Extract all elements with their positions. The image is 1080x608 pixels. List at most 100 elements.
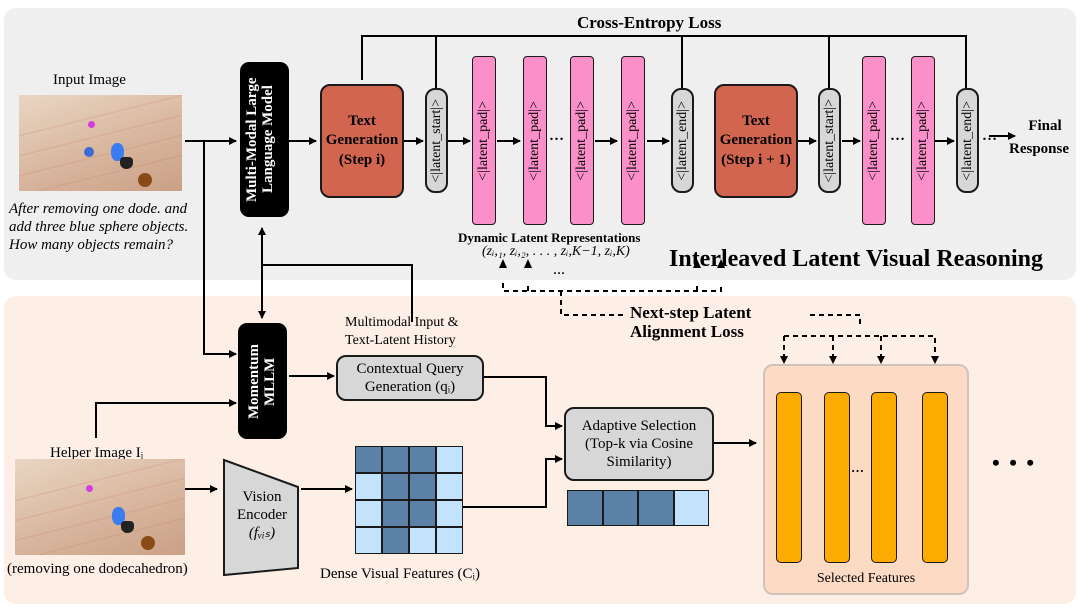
ellipsis: … <box>890 128 905 144</box>
token-label: <|latent_end|> <box>674 100 690 181</box>
final-line: Final <box>1028 118 1062 134</box>
purple-sphere <box>88 121 95 128</box>
tg-line: Text <box>348 112 376 129</box>
feature-cell <box>382 527 409 554</box>
feature-cell <box>436 473 463 500</box>
feature-cell <box>355 527 382 554</box>
ellipsis: … <box>549 128 564 144</box>
token-label: <|latent_pad|> <box>915 100 930 181</box>
latent-pad-token: <|latent_pad|> <box>523 56 547 225</box>
alignment-line: Next-step Latent <box>630 303 752 322</box>
panel-title: Interleaved Latent Visual Reasoning <box>669 246 1044 272</box>
ellipsis: … <box>553 263 565 277</box>
token-label: <|latent_start|> <box>428 98 444 183</box>
feature-cell <box>382 473 409 500</box>
momentum-line: Momentum <box>245 343 262 419</box>
tg-line: (Step i) <box>338 151 386 168</box>
black-cone <box>121 521 134 533</box>
final-line: Response <box>1009 141 1070 157</box>
feature-cell <box>409 527 436 554</box>
latent-pad-token: <|latent_pad|> <box>570 56 594 225</box>
tg-line: Generation <box>719 132 793 149</box>
dynamic-latent-title: Dynamic Latent Representations <box>458 230 641 245</box>
selected-feature-bar <box>922 392 948 563</box>
feature-cell <box>409 446 436 473</box>
as-line: (Top-k via Cosine <box>584 436 694 452</box>
token-label: <|latent_start|> <box>821 98 837 183</box>
feature-cell <box>355 500 382 527</box>
question-line: After removing one dode. and <box>9 201 188 217</box>
mllm-box: Multi-Modal Large Language Model <box>240 62 289 217</box>
ellipsis: … <box>982 128 997 144</box>
purple-sphere <box>86 485 93 492</box>
cq-line: Contextual Query <box>356 361 464 377</box>
contextual-query-box: Contextual Query Generation (qᵢ) <box>336 355 484 401</box>
token-label: <|latent_end|> <box>959 100 975 181</box>
helper-image <box>15 459 185 555</box>
selected-feature-bar <box>871 392 897 563</box>
latent-pad-token: <|latent_pad|> <box>621 56 645 225</box>
blue-sphere <box>84 147 94 157</box>
latent-end-token: <|latent_end|> <box>956 88 979 193</box>
history-line: Multimodal Input & <box>345 315 459 330</box>
latent-end-token: <|latent_end|> <box>671 88 694 193</box>
dense-features-label: Dense Visual Features (Cᵢ) <box>320 566 480 582</box>
token-label: <|latent_pad|> <box>574 100 589 181</box>
feature-cell <box>355 446 382 473</box>
selected-feature-strip <box>567 490 709 526</box>
question-line: How many objects remain? <box>9 237 174 253</box>
final-response-label: Final Response <box>1009 115 1069 161</box>
selected-feature-bar <box>776 392 802 563</box>
mllm-label: Multi-Modal Large Language Model <box>243 77 276 202</box>
latent-start-token: <|latent_start|> <box>425 88 448 193</box>
brown-sphere <box>141 536 155 550</box>
helper-image-label: Helper Image Iᵢ <box>50 445 144 461</box>
selected-cell <box>602 490 638 526</box>
tg-line: Text <box>742 112 770 129</box>
question-line: add three blue sphere objects. <box>9 219 189 235</box>
dense-feature-grid <box>355 446 463 554</box>
question-text: After removing one dode. and add three b… <box>9 200 188 254</box>
feature-cell <box>436 500 463 527</box>
momentum-line: MLLM <box>261 356 278 406</box>
latent-pad-token: <|latent_pad|> <box>862 56 886 225</box>
selected-feature-bar <box>824 392 850 563</box>
dynamic-latent-formula: (zᵢ,₁, zᵢ,₂, . . . , zᵢ,K−1, zᵢ,K) <box>482 244 630 259</box>
input-image <box>19 95 182 191</box>
as-line: Adaptive Selection <box>581 418 697 434</box>
momentum-label: Momentum MLLM <box>245 343 279 419</box>
history-line: Text-Latent History <box>345 333 456 348</box>
token-label: <|latent_pad|> <box>476 100 491 181</box>
ve-line: Vision <box>242 489 282 505</box>
tg-line: (Step i + 1) <box>721 151 791 168</box>
selected-features-panel: … Selected Features <box>763 364 969 595</box>
latent-pad-token: <|latent_pad|> <box>472 56 496 225</box>
cross-entropy-loss-label: Cross-Entropy Loss <box>577 13 722 32</box>
as-line: Similarity) <box>606 454 672 470</box>
token-label: <|latent_pad|> <box>527 100 542 181</box>
vision-encoder-label: Vision Encoder (fᵥᵢₛ) <box>226 488 298 542</box>
token-label: <|latent_pad|> <box>625 100 640 181</box>
feature-cell <box>436 446 463 473</box>
feature-cell <box>355 473 382 500</box>
brown-sphere <box>138 173 152 187</box>
cq-line: Generation (qᵢ) <box>364 379 456 395</box>
tg-line: Generation <box>325 132 399 149</box>
feature-cell <box>436 527 463 554</box>
feature-cell <box>409 473 436 500</box>
alignment-line: Alignment Loss <box>630 322 744 341</box>
feature-cell <box>382 500 409 527</box>
alignment-loss-label: Next-step Latent Alignment Loss <box>630 303 751 341</box>
selected-cell <box>567 490 603 526</box>
blue-cylinder <box>112 507 125 525</box>
ellipsis: … <box>851 460 864 475</box>
selected-cell <box>673 490 709 526</box>
feature-cell <box>382 446 409 473</box>
selected-cell <box>638 490 674 526</box>
multimodal-history-label: Multimodal Input & Text-Latent History <box>345 314 459 350</box>
latent-pad-token: <|latent_pad|> <box>911 56 935 225</box>
input-image-label: Input Image <box>53 72 126 88</box>
ve-line: Encoder <box>237 507 287 523</box>
